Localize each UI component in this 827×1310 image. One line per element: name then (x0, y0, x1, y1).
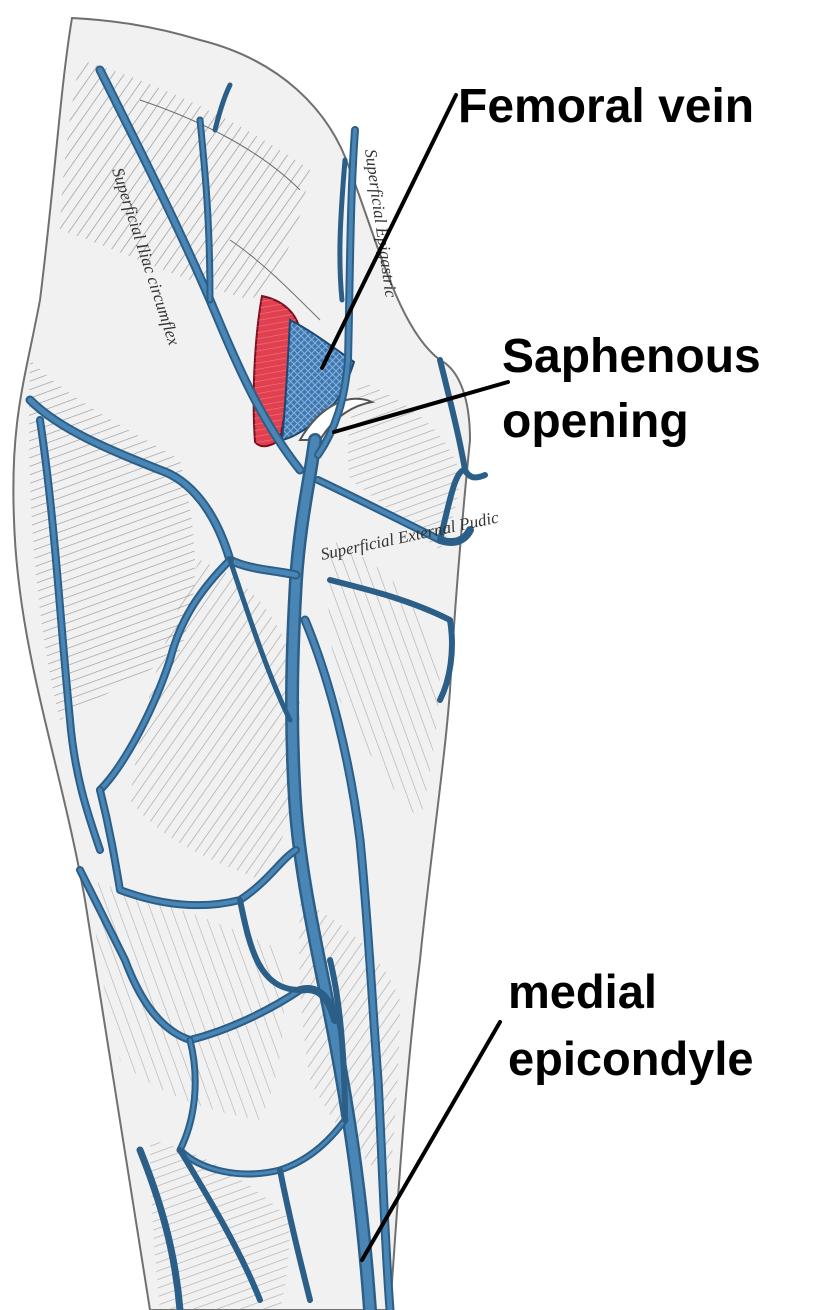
muscle-hatching (29, 60, 460, 1310)
label-medial-epicondyle-line2: epicondyle (508, 1032, 754, 1085)
label-saphenous-opening-line2: opening (502, 395, 689, 448)
vein-network (25, 65, 488, 1310)
callout-labels: Femoral vein Saphenous opening medial ep… (458, 80, 761, 1085)
label-saphenous-opening-line1: Saphenous (502, 330, 761, 383)
leader-femoral-vein (320, 93, 458, 370)
leader-saphenous-opening (332, 380, 510, 434)
label-medial-epicondyle-line1: medial (508, 965, 657, 1018)
label-femoral-vein: Femoral vein (458, 80, 754, 133)
femoral-vein-region (280, 318, 376, 442)
leader-lines (320, 93, 510, 1262)
leader-medial-epicondyle (360, 1020, 502, 1262)
